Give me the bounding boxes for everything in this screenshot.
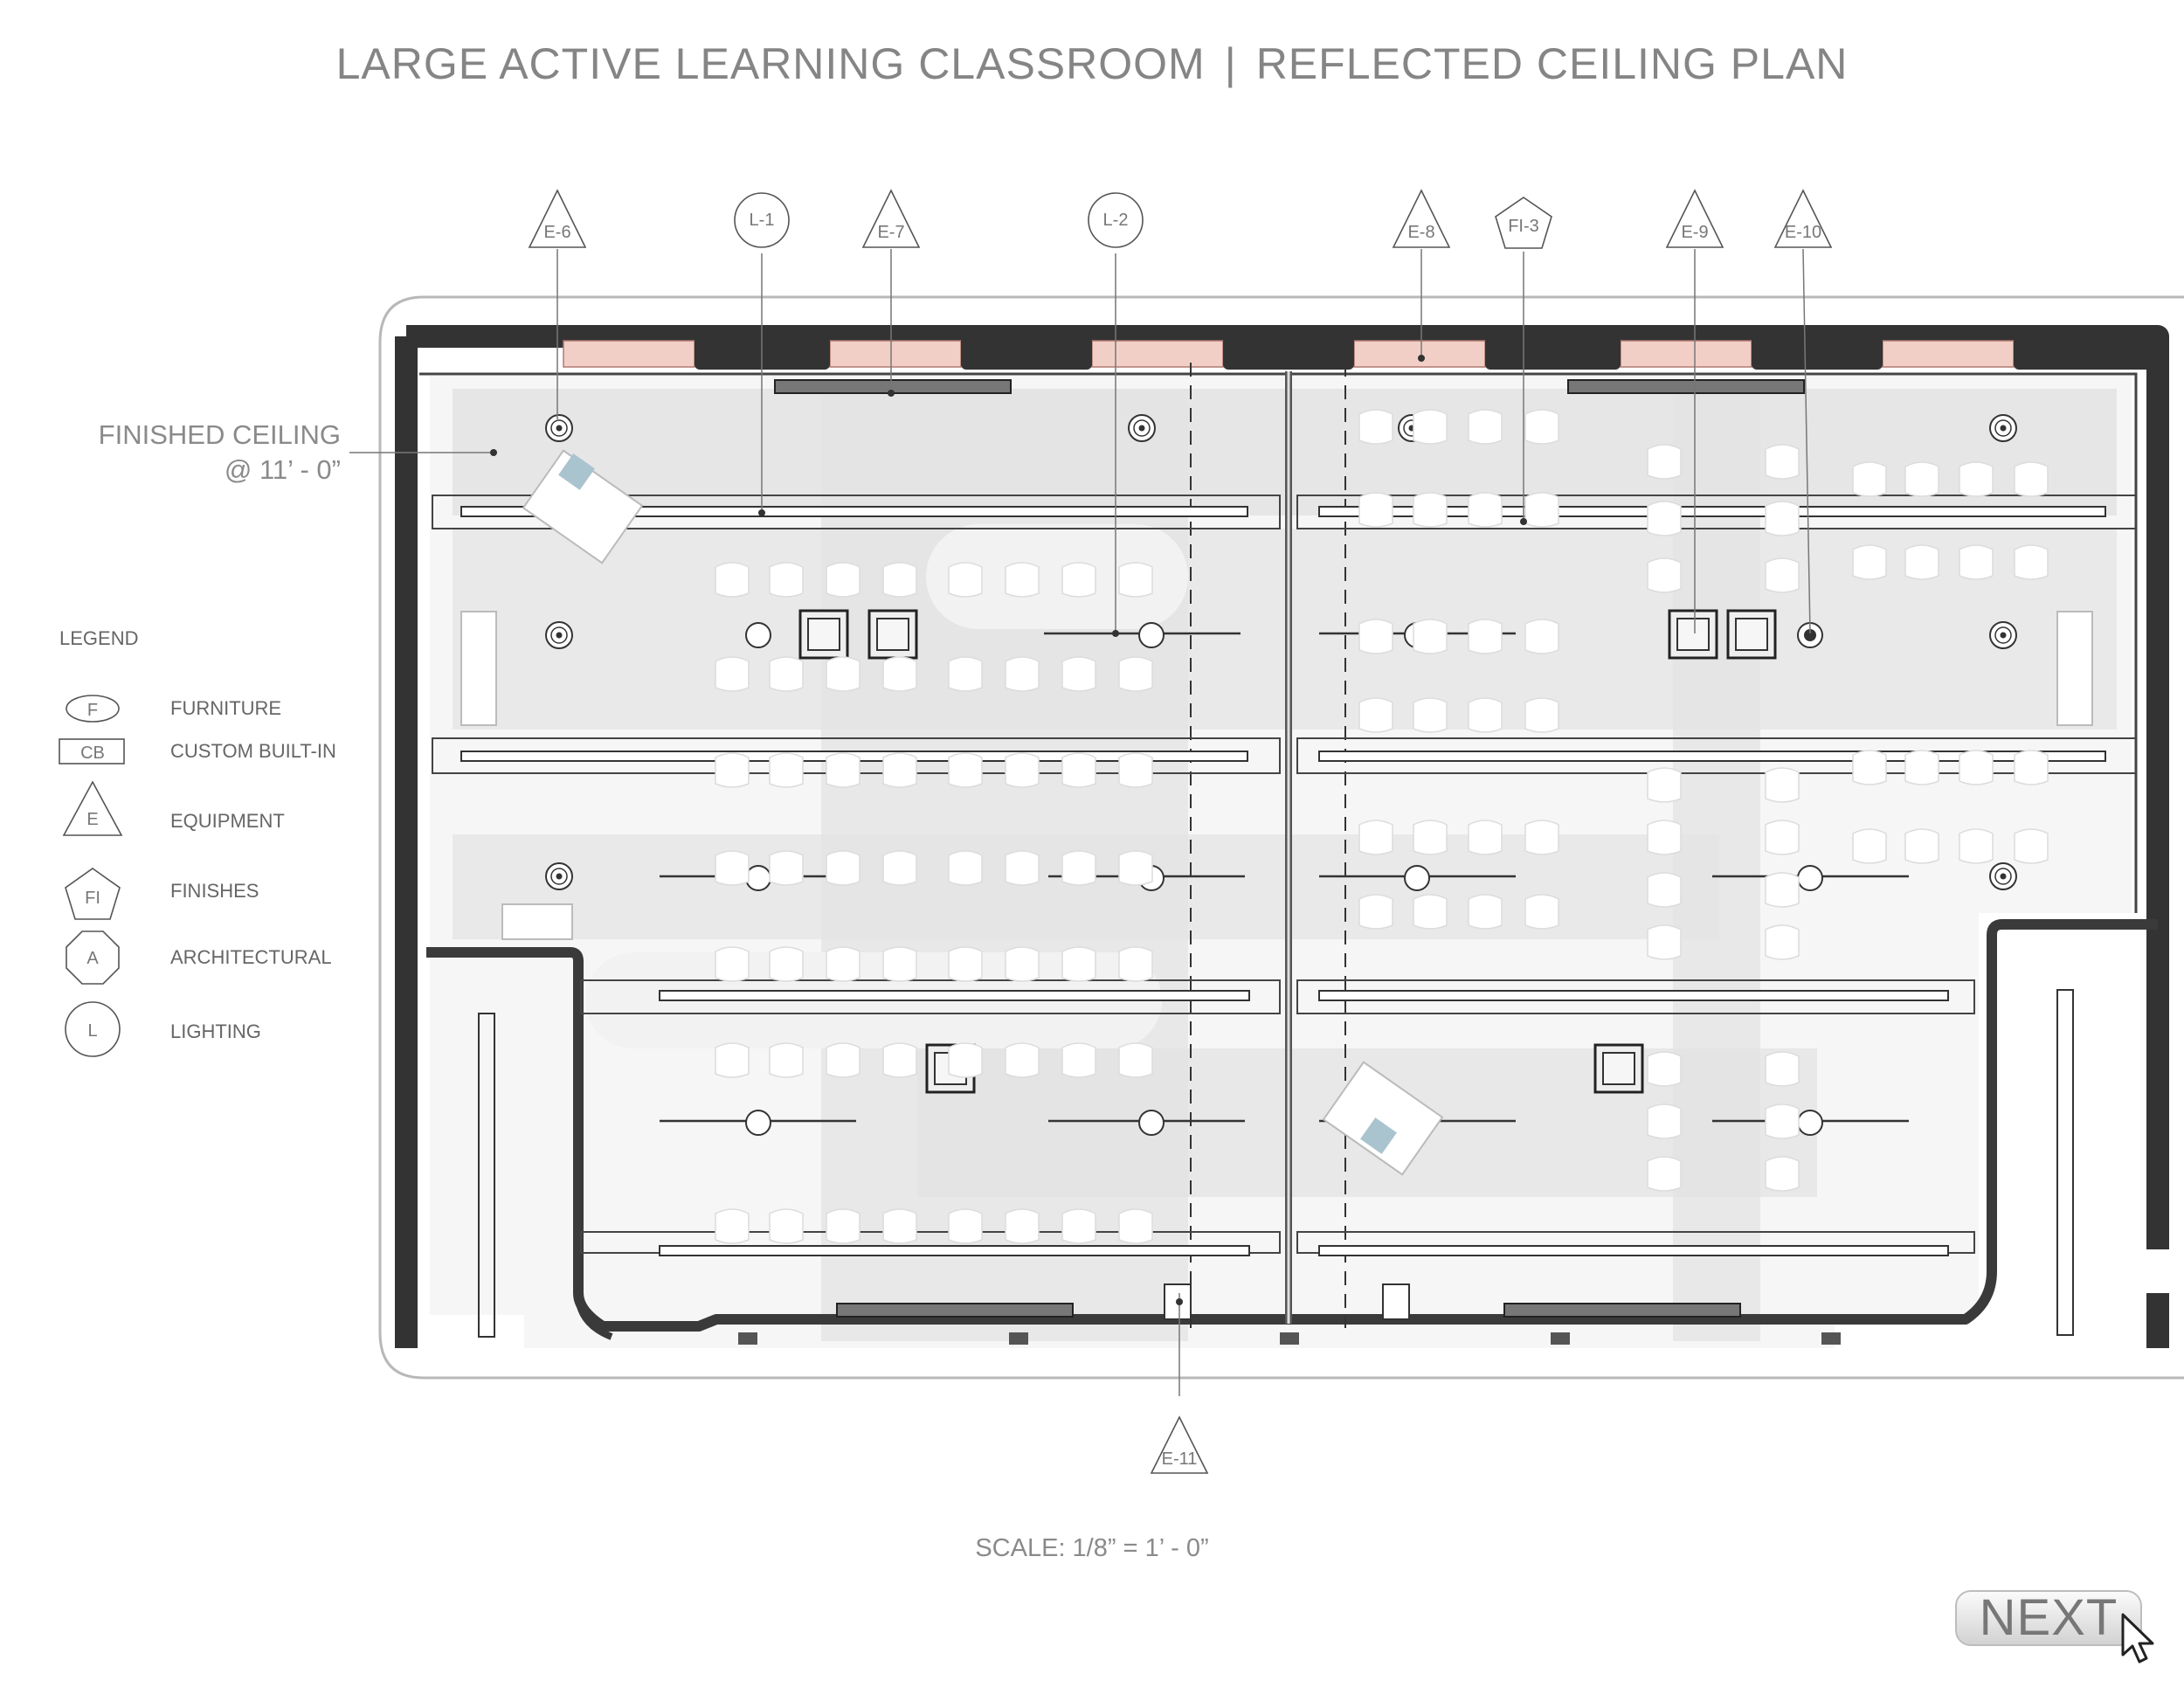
projection-screens — [774, 379, 1805, 1318]
window-4 — [1353, 340, 1486, 368]
legend-finishes-symbol — [65, 868, 121, 920]
legend-lighting-symbol — [65, 1001, 121, 1057]
callout-fi3-symbol — [1495, 197, 1552, 249]
window-5 — [1620, 340, 1752, 368]
sheet-title-right: REFLECTED CEILING PLAN — [1255, 39, 1849, 88]
site-outline — [378, 295, 2184, 1380]
legend-label-equipment: EQUIPMENT — [170, 810, 285, 832]
lectern-screen-right — [1360, 1117, 1397, 1154]
interior-wall-line — [419, 372, 2138, 913]
callout-l1: L-1 — [750, 211, 775, 230]
callout-l2-symbol — [1088, 192, 1144, 248]
table-pod-outline-2 — [926, 524, 1188, 629]
curved-corner-left — [575, 1292, 613, 1340]
callout-e8: E-8 — [1407, 223, 1434, 242]
legend-label-custom-built-in: CUSTOM BUILT-IN — [170, 740, 336, 762]
callout-e11-symbol — [1150, 1415, 1209, 1474]
callout-e6: E-6 — [543, 223, 570, 242]
title-separator: | — [1224, 39, 1237, 88]
callout-l1-symbol — [734, 192, 790, 248]
drawing-scale: SCALE: 1/8” = 1’ - 0” — [975, 1534, 1209, 1562]
lectern-furniture — [460, 449, 2093, 1176]
legend-label-furniture: FURNITURE — [170, 697, 282, 719]
callout-fi3: FI-3 — [1508, 217, 1539, 236]
window-2 — [829, 340, 962, 368]
callout-e10: E-10 — [1785, 223, 1821, 242]
callout-e6-symbol — [528, 189, 587, 248]
legend-architectural-code: A — [86, 949, 99, 968]
equipment-box-right — [1382, 1283, 1410, 1320]
legend-lighting-code: L — [87, 1021, 97, 1041]
left-room-bar — [478, 1013, 495, 1338]
window-1 — [563, 340, 695, 368]
legend-furniture-symbol — [66, 695, 120, 723]
finished-ceiling-height: @ 11’ - 0” — [224, 454, 341, 485]
legend-label-lighting: LIGHTING — [170, 1020, 261, 1042]
legend-label-architectural: ARCHITECTURAL — [170, 946, 332, 968]
sheet-title-left: LARGE ACTIVE LEARNING CLASSROOM — [335, 39, 1206, 88]
next-button[interactable]: NEXT — [1955, 1590, 2142, 1646]
right-room-bar — [2056, 989, 2074, 1336]
interior-partition-wall — [426, 919, 2158, 1332]
finished-ceiling-note: FINISHED CEILING @ 11’ - 0” — [52, 418, 341, 488]
callout-e7-symbol — [861, 189, 921, 248]
legend-furniture-code: F — [87, 701, 98, 720]
legend-symbols — [59, 695, 125, 1057]
callout-e7: E-7 — [877, 223, 904, 242]
legend-equipment-symbol — [62, 780, 123, 836]
callout-e8-symbol — [1392, 189, 1451, 248]
bottom-wall-devices — [738, 1332, 1841, 1345]
cursor-arrow-icon — [2121, 1613, 2154, 1664]
ceiling-zone-top — [453, 389, 2117, 515]
legend-label-finishes: FINISHES — [170, 880, 259, 902]
callout-e9: E-9 — [1681, 223, 1708, 242]
callout-e11: E-11 — [1162, 1449, 1198, 1469]
callout-symbols — [528, 189, 1833, 1474]
legend-custom-built-in-symbol — [59, 738, 125, 764]
legend-equipment-code: E — [86, 810, 98, 829]
callout-e9-symbol — [1665, 189, 1724, 248]
leader-endpoints — [490, 355, 1527, 1305]
legend-custom-built-in-code: CB — [80, 744, 105, 763]
callout-e10-symbol — [1773, 189, 1833, 248]
sheet-title: LARGE ACTIVE LEARNING CLASSROOM | REFLECTE… — [0, 38, 2184, 89]
ceiling-grid — [432, 495, 2137, 1254]
window-3 — [1091, 340, 1224, 368]
legend-architectural-symbol — [66, 930, 120, 985]
legend-title: LEGEND — [59, 627, 139, 649]
callout-leaders — [349, 248, 1811, 1396]
lectern-screen-left — [558, 453, 595, 490]
callout-l2: L-2 — [1103, 211, 1129, 230]
legend-finishes-code: FI — [85, 889, 100, 908]
finished-ceiling-label: FINISHED CEILING — [98, 419, 341, 450]
window-6 — [1882, 340, 2015, 368]
